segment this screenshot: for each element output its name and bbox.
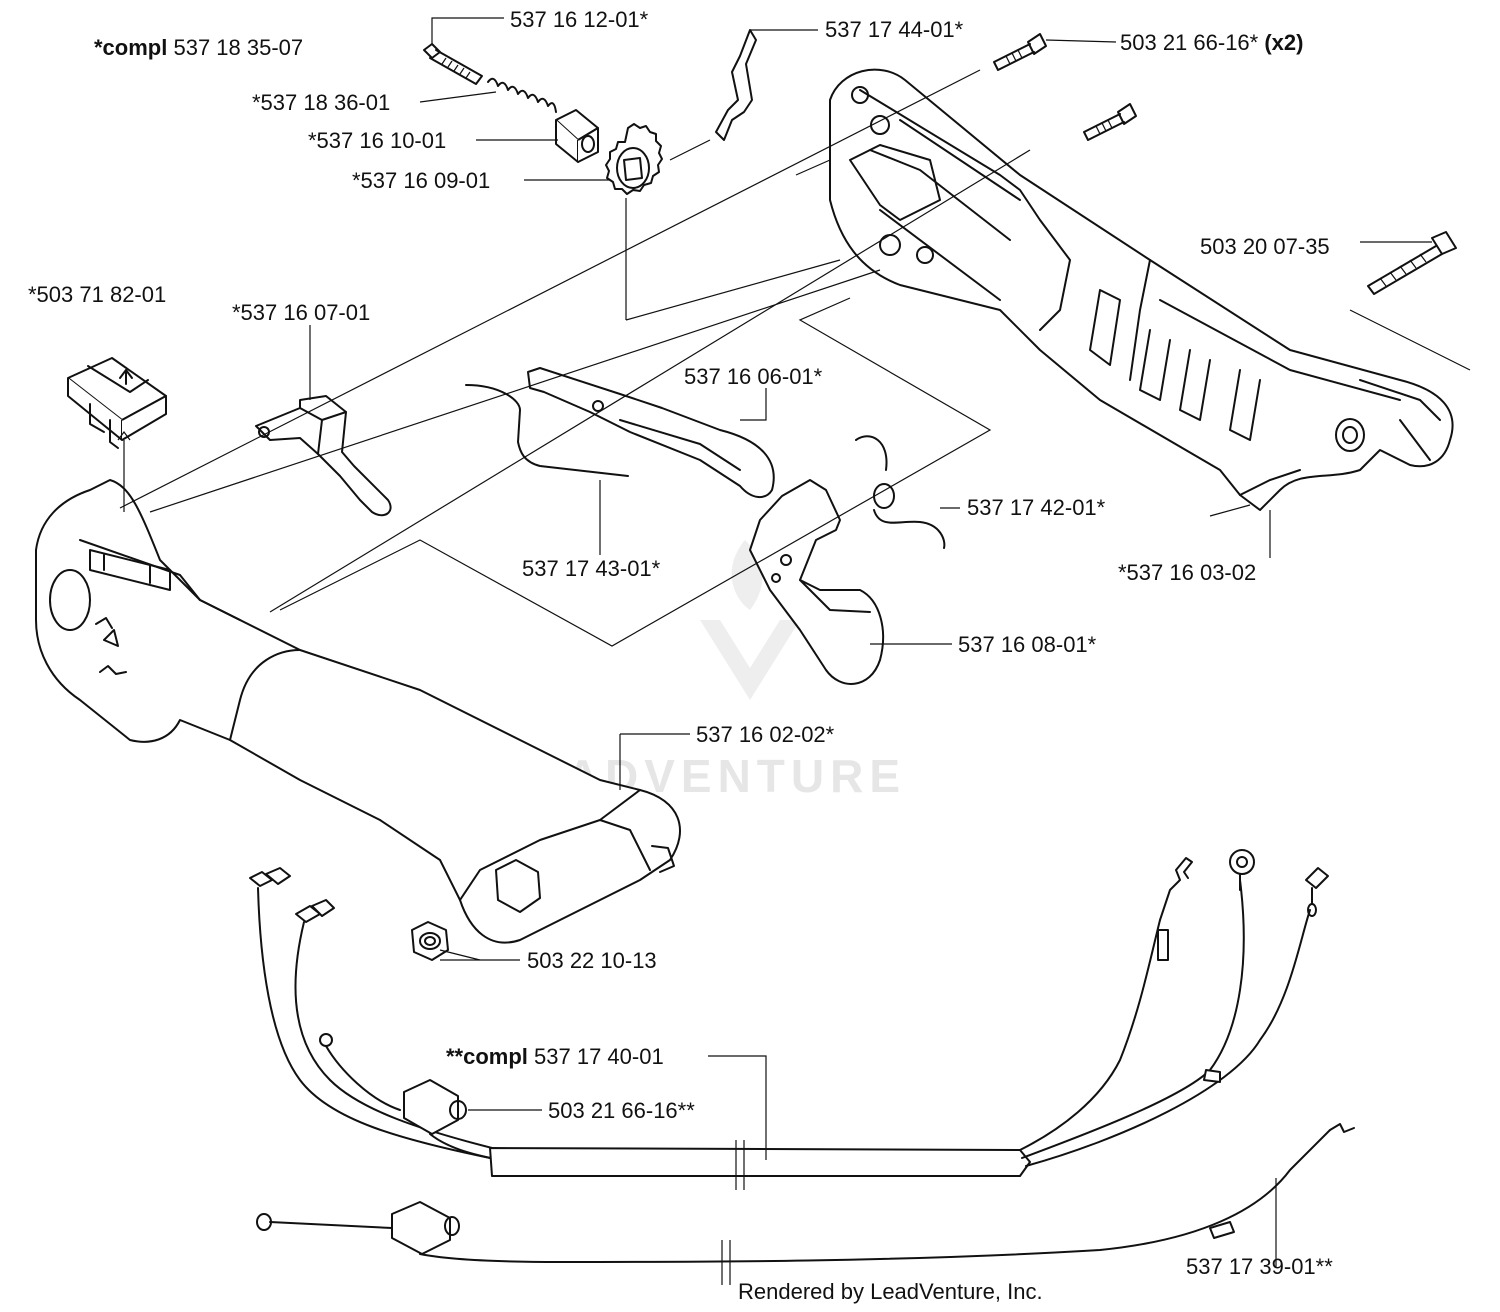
footer-credit: Rendered by LeadVenture, Inc. [738,1279,1043,1304]
labels: *compl 537 18 35-07 537 16 12-01* 537 17… [28,7,1333,1304]
label-537161201: 537 16 12-01* [510,7,649,32]
label-537160601: 537 16 06-01* [684,364,823,389]
label-537160701: *537 16 07-01 [232,300,370,325]
label-537174301: 537 17 43-01* [522,556,661,581]
lever-537160701 [255,395,392,517]
label-503216616-bottom: 503 21 66-16** [548,1098,695,1123]
nut-503221013 [411,921,449,961]
lever-537160601 [527,367,775,498]
label-537160901: *537 16 09-01 [352,168,490,193]
label-leaders [309,17,1432,1268]
label-537160202: 537 16 02-02* [696,722,835,747]
screw-503216616-top [993,33,1137,141]
spring-537174201 [855,435,946,549]
switch-503718201 [67,357,167,449]
housing-537160302 [829,68,1454,511]
label-537173901: 537 17 39-01** [1186,1254,1333,1279]
cable-537173901 [256,1123,1355,1263]
label-537161001: *537 16 10-01 [308,128,446,153]
label-503216616-top: 503 21 66-16* (x2) [1120,30,1303,55]
trigger-537160801 [749,479,884,685]
harness-537174001 [249,849,1329,1177]
label-503200735: 503 20 07-35 [1200,234,1330,259]
construction-lines [117,69,1471,1285]
label-compl-537174001: **compl 537 17 40-01 [446,1044,664,1069]
label-537183601: *537 18 36-01 [252,90,390,115]
spring-537174301 [465,384,629,477]
label-537174401: 537 17 44-01* [825,17,964,42]
label-compl-537183507: *compl 537 18 35-07 [94,35,303,60]
spring-537183601 [487,77,557,113]
label-503221013: 503 22 10-13 [527,948,657,973]
wheel-537160901 [605,123,663,195]
label-503718201: *503 71 82-01 [28,282,166,307]
label-537160801: 537 16 08-01* [958,632,1097,657]
label-537160302: *537 16 03-02 [1118,560,1256,585]
screw-503200735 [1367,231,1457,295]
screw-537161201 [423,43,483,85]
label-537174201: 537 17 42-01* [967,495,1106,520]
sleeve-537161001 [555,109,599,163]
clip-537174401 [715,29,757,141]
handle-537160202 [35,479,681,944]
